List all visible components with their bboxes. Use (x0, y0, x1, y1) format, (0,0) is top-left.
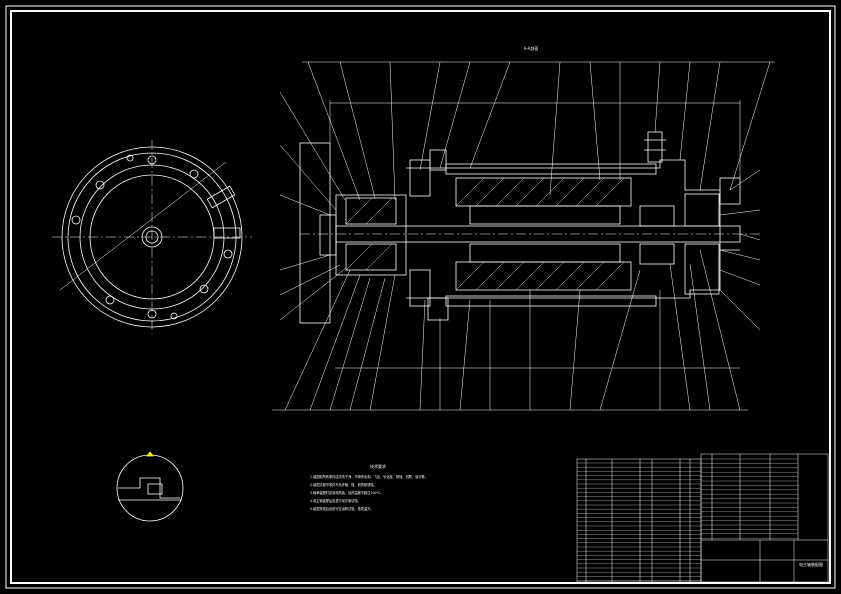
tech-req-line: 1.装配前所有零件应清洗干净，不得有毛刺、飞边、氧化皮、锈蚀、切屑、油污等。 (310, 474, 428, 479)
sheet-border (5, 5, 836, 589)
tech-req-line: 3.轴承装配时应采用热装，加热温度不超过100℃。 (310, 490, 383, 495)
section-view (299, 100, 760, 369)
end-view (52, 140, 252, 334)
tech-req-line: 4.电主轴装配后应进行动平衡试验。 (310, 498, 361, 503)
section-hatching (345, 177, 625, 291)
title-block (700, 453, 829, 583)
technical-requirements: 技术要求 1.装配前所有零件应清洗干净，不得有毛刺、飞边、氧化皮、锈蚀、切屑、油… (310, 463, 428, 511)
parts-list (576, 458, 702, 583)
leader-lines-side (279, 91, 761, 331)
title-block-rows (701, 458, 798, 539)
tech-req-line: 2.装配过程中零件不允许磕、碰、划伤和锈蚀。 (310, 482, 377, 487)
section-label: A-A剖面 (524, 45, 539, 51)
parts-list-rows (577, 462, 701, 581)
tech-req-heading: 技术要求 (370, 463, 386, 469)
detail-view (116, 451, 184, 522)
drawing-title: 电主轴装配图 (799, 561, 823, 567)
tech-req-line: 5.装配完成后应进行空运转试验，检查温升。 (310, 506, 374, 511)
leader-lines-bottom (272, 249, 748, 411)
leader-lines-top (302, 61, 775, 201)
